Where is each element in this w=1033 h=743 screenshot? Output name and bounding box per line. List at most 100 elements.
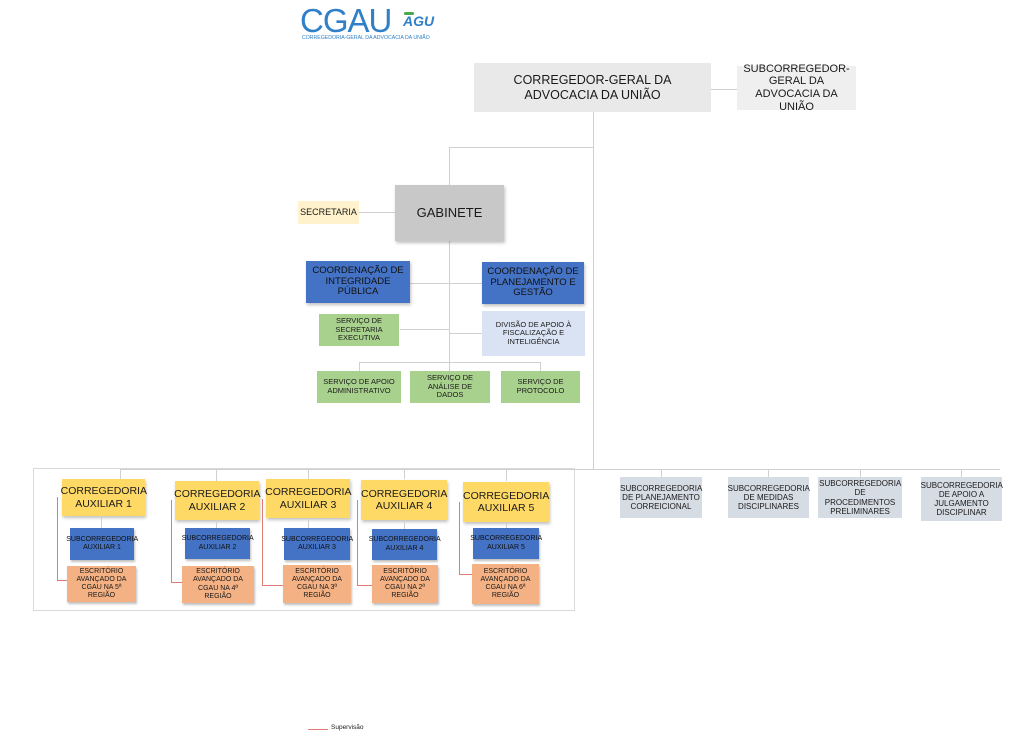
line-drop-aux-5 <box>506 469 507 481</box>
servico-apoio-administrativo-label: SERVIÇO DE APOIO ADMINISTRATIVO <box>323 377 395 395</box>
line-top-to-right <box>593 112 594 470</box>
logo-subtitle: CORREGEDORIA-GERAL DA ADVOCACIA DA UNIÃO <box>302 35 430 41</box>
corregedoria-auxiliar-2-box: CORREGEDORIA AUXILIAR 2 <box>174 481 261 520</box>
servico-analise-dados-box: SERVIÇO DE ANÁLISE DE DADOS <box>410 371 490 403</box>
servico-analise-dados-label: SERVIÇO DE ANÁLISE DE DADOS <box>426 373 474 400</box>
servico-secretaria-executiva-box: SERVIÇO DE SECRETARIA EXECUTIVA <box>319 314 399 346</box>
corregedoria-auxiliar-2-label: CORREGEDORIA AUXILIAR 2 <box>174 488 261 513</box>
subcorregedor-geral-box: SUBCORREGEDOR-GERAL DA ADVOCACIA DA UNIÃ… <box>737 63 856 113</box>
line-service-2 <box>449 362 450 371</box>
divisao-apoio-label: DIVISÃO DE APOIO À FISCALIZAÇÃO E INTELI… <box>495 319 572 346</box>
servico-apoio-administrativo-box: SERVIÇO DE APOIO ADMINISTRATIVO <box>317 371 401 403</box>
subcorregedoria-planejamento-label: SUBCORREGEDORIA DE PLANEJAMENTO CORREICI… <box>620 483 703 512</box>
line-drop-aux-3 <box>308 469 309 479</box>
line-service-3 <box>540 362 541 371</box>
cgau-logo: CGAU AGU CORREGEDORIA-GERAL DA ADVOCACIA… <box>300 2 450 42</box>
line-services-horizontal <box>359 362 541 363</box>
subcorregedoria-auxiliar-1-label: SUBCORREGEDORIA AUXILIAR 1 <box>66 535 139 551</box>
line-drop-sub-2 <box>768 469 769 477</box>
supervision-line-4-v <box>357 500 358 585</box>
subcorregedoria-auxiliar-4-box: SUBCORREGEDORIA AUXILIAR 4 <box>369 529 441 560</box>
servico-secretaria-executiva-label: SERVIÇO DE SECRETARIA EXECUTIVA <box>335 316 383 343</box>
escritorio-avancado-3-box: ESCRITÓRIO AVANÇADO DA CGAU NA 3ª REGIÃO <box>283 565 351 603</box>
logo-badge: AGU <box>403 13 435 29</box>
subcorregedoria-auxiliar-2-box: SUBCORREGEDORIA AUXILIAR 2 <box>182 528 254 559</box>
line-drop-aux-2 <box>216 469 217 481</box>
line-aux3-sub <box>308 518 309 528</box>
corregedoria-auxiliar-5-label: CORREGEDORIA AUXILIAR 5 <box>463 489 550 514</box>
escritorio-avancado-3-label: ESCRITÓRIO AVANÇADO DA CGAU NA 3ª REGIÃO <box>292 567 342 600</box>
coordenacao-planejamento-box: COORDENAÇÃO DE PLANEJAMENTO E GESTÃO <box>482 262 584 304</box>
subcorregedoria-procedimentos-label: SUBCORREGEDORIA DE PROCEDIMENTOS PRELIMI… <box>819 479 902 516</box>
line-bottom-left-to-right <box>594 469 1000 470</box>
corregedoria-auxiliar-1-label: CORREGEDORIA AUXILIAR 1 <box>60 485 147 510</box>
subcorregedor-geral-label: SUBCORREGEDOR-GERAL DA ADVOCACIA DA UNIÃ… <box>743 62 850 113</box>
corregedoria-auxiliar-5-box: CORREGEDORIA AUXILIAR 5 <box>463 482 549 522</box>
corregedorias-auxiliares-frame <box>33 468 575 611</box>
logo-badge-swoosh <box>404 12 414 15</box>
subcorregedoria-auxiliar-3-box: SUBCORREGEDORIA AUXILIAR 3 <box>281 528 354 560</box>
coordenacao-integridade-box: COORDENAÇÃO DE INTEGRIDADE PÚBLICA <box>306 261 410 303</box>
line-aux2-sub <box>216 520 217 528</box>
gabinete-label: GABINETE <box>416 204 483 220</box>
divisao-apoio-box: DIVISÃO DE APOIO À FISCALIZAÇÃO E INTELI… <box>482 311 585 356</box>
supervision-line-5-v <box>459 502 460 574</box>
subcorregedoria-auxiliar-5-box: SUBCORREGEDORIA AUXILIAR 5 <box>470 528 543 559</box>
corregedoria-auxiliar-4-box: CORREGEDORIA AUXILIAR 4 <box>361 480 447 520</box>
line-drop-sub-1 <box>661 469 662 477</box>
servico-protocolo-box: SERVIÇO DE PROTOCOLO <box>501 371 580 403</box>
subcorregedoria-planejamento-box: SUBCORREGEDORIA DE PLANEJAMENTO CORREICI… <box>620 477 702 518</box>
logo-wordmark: CGAU <box>300 2 392 39</box>
line-gabinete-down <box>449 241 450 363</box>
supervision-line-3-v <box>262 499 263 585</box>
supervision-line-2-v <box>171 500 172 582</box>
legend: Supervisão <box>308 724 388 736</box>
line-drop-sub-4 <box>961 469 962 477</box>
line-aux5-sub <box>506 522 507 528</box>
supervision-line-5-h <box>459 574 473 575</box>
subcorregedoria-auxiliar-1-box: SUBCORREGEDORIA AUXILIAR 1 <box>66 528 138 560</box>
servico-protocolo-label: SERVIÇO DE PROTOCOLO <box>516 377 565 395</box>
corregedoria-auxiliar-3-box: CORREGEDORIA AUXILIAR 3 <box>265 479 352 518</box>
legend-label: Supervisão <box>331 724 364 731</box>
supervision-line-1-v <box>57 497 58 580</box>
subcorregedoria-procedimentos-box: SUBCORREGEDORIA DE PROCEDIMENTOS PRELIMI… <box>818 477 902 518</box>
secretaria-box: SECRETARIA <box>298 201 359 224</box>
escritorio-avancado-1-box: ESCRITÓRIO AVANÇADO DA CGAU NA 5ª REGIÃO <box>67 566 136 602</box>
corregedor-geral-box: CORREGEDOR-GERAL DA ADVOCACIA DA UNIÃO <box>474 63 711 112</box>
line-coord-horizontal <box>410 283 482 284</box>
line-branch-horizontal <box>449 147 594 148</box>
corregedoria-auxiliar-1-box: CORREGEDORIA AUXILIAR 1 <box>60 479 147 516</box>
line-drop-aux-4 <box>404 469 405 479</box>
subcorregedoria-medidas-box: SUBCORREGEDORIA DE MEDIDAS DISCIPLINARES <box>728 477 810 518</box>
corregedor-geral-label: CORREGEDOR-GERAL DA ADVOCACIA DA UNIÃO <box>513 73 672 102</box>
line-bottom-horizontal <box>120 469 1000 470</box>
line-to-gabinete <box>449 147 450 185</box>
legend-line-swatch <box>308 729 328 730</box>
subcorregedoria-auxiliar-4-label: SUBCORREGEDORIA AUXILIAR 4 <box>368 536 441 552</box>
escritorio-avancado-2-label: ESCRITÓRIO AVANÇADO DA CGAU NA 4ª REGIÃO <box>193 568 243 600</box>
subcorregedoria-auxiliar-5-label: SUBCORREGEDORIA AUXILIAR 5 <box>470 535 543 551</box>
supervision-line-1-h <box>57 580 68 581</box>
subcorregedoria-auxiliar-3-label: SUBCORREGEDORIA AUXILIAR 3 <box>281 535 354 551</box>
line-secexec <box>400 329 450 330</box>
escritorio-avancado-2-box: ESCRITÓRIO AVANÇADO DA CGAU NA 4ª REGIÃO <box>182 566 254 603</box>
corregedoria-auxiliar-3-label: CORREGEDORIA AUXILIAR 3 <box>265 486 352 511</box>
line-service-1 <box>359 362 360 371</box>
coordenacao-integridade-label: COORDENAÇÃO DE INTEGRIDADE PÚBLICA <box>312 264 404 298</box>
secretaria-label: SECRETARIA <box>300 207 357 218</box>
supervision-line-2-h <box>171 582 183 583</box>
corregedoria-auxiliar-4-label: CORREGEDORIA AUXILIAR 4 <box>361 487 448 512</box>
escritorio-avancado-4-box: ESCRITÓRIO AVANÇADO DA CGAU NA 2ª REGIÃO <box>372 565 438 603</box>
supervision-line-3-h <box>262 585 283 586</box>
line-drop-aux-1 <box>120 469 121 479</box>
line-aux1-sub <box>101 516 102 528</box>
subcorregedoria-julgamento-label: SUBCORREGEDORIA DE APOIO A JULGAMENTO DI… <box>920 480 1003 518</box>
line-drop-sub-3 <box>860 469 861 477</box>
line-top-to-subcorregedor <box>711 89 737 90</box>
line-aux4-sub <box>404 520 405 529</box>
supervision-line-4-h <box>357 585 373 586</box>
escritorio-avancado-5-label: ESCRITÓRIO AVANÇADO DA CGAU NA 6ª REGIÃO <box>480 567 531 600</box>
line-secretaria <box>358 212 396 213</box>
gabinete-box: GABINETE <box>395 185 504 241</box>
